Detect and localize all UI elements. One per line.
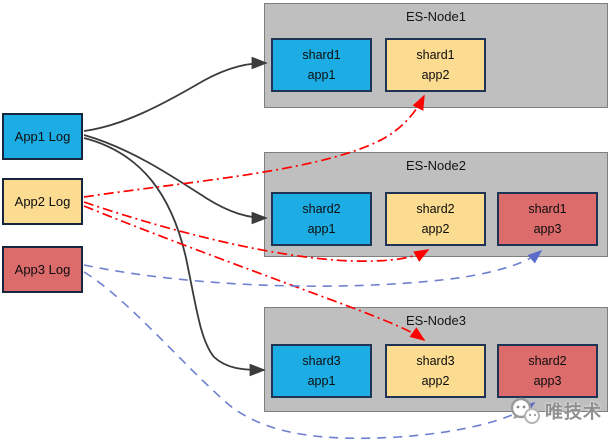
shard-box-shard3-app2: shard3 app2: [385, 344, 486, 398]
shard-name: shard1: [528, 202, 567, 216]
shard-name: shard3: [416, 354, 455, 368]
shard-app: app1: [307, 222, 336, 236]
app3-log-box: App3 Log: [2, 246, 83, 293]
shard-box-shard3-app1: shard3 app1: [271, 344, 372, 398]
shard-app: app1: [307, 68, 336, 82]
shard-app: app2: [421, 68, 450, 82]
watermark: 唯技术: [509, 396, 602, 426]
es-node2-title: ES-Node2: [406, 158, 466, 173]
shard-box-shard1-app3: shard1 app3: [497, 192, 598, 246]
shard-app: app3: [533, 222, 562, 236]
shard-name: shard1: [302, 48, 341, 62]
app2-log-box: App2 Log: [2, 178, 83, 225]
watermark-text: 唯技术: [545, 402, 602, 422]
es-node1-title: ES-Node1: [406, 9, 466, 24]
shard-app: app3: [533, 374, 562, 388]
shard-name: shard1: [416, 48, 455, 62]
shard-box-shard2-app2: shard2 app2: [385, 192, 486, 246]
es-node2-box: ES-Node2 shard2 app1 shard2 app2 shard1 …: [264, 152, 608, 257]
app1-log-label: App1 Log: [14, 129, 71, 144]
arrow-app1-to-node1-shard1: [83, 56, 268, 132]
app2-log-label: App2 Log: [14, 194, 71, 209]
shard-name: shard2: [416, 202, 455, 216]
arrow-app1-to-node3-shard3: [83, 137, 266, 377]
shard-box-shard1-app2: shard1 app2: [385, 38, 486, 92]
shard-box-shard2-app1: shard2 app1: [271, 192, 372, 246]
app1-log-box: App1 Log: [2, 113, 83, 160]
shard-name: shard2: [528, 354, 567, 368]
shard-app: app1: [307, 374, 336, 388]
es-node3-title: ES-Node3: [406, 313, 466, 328]
shard-app: app2: [421, 374, 450, 388]
app3-log-label: App3 Log: [14, 262, 71, 277]
shard-name: shard3: [302, 354, 341, 368]
wechat-bubbles-icon: [510, 397, 540, 424]
arrow-app1-to-node2-shard2: [83, 134, 268, 225]
es-node1-box: ES-Node1 shard1 app1 shard1 app2: [264, 3, 608, 108]
shard-app: app2: [421, 222, 450, 236]
shard-name: shard2: [302, 202, 341, 216]
shard-box-shard2-app3: shard2 app3: [497, 344, 598, 398]
shard-box-shard1-app1: shard1 app1: [271, 38, 372, 92]
